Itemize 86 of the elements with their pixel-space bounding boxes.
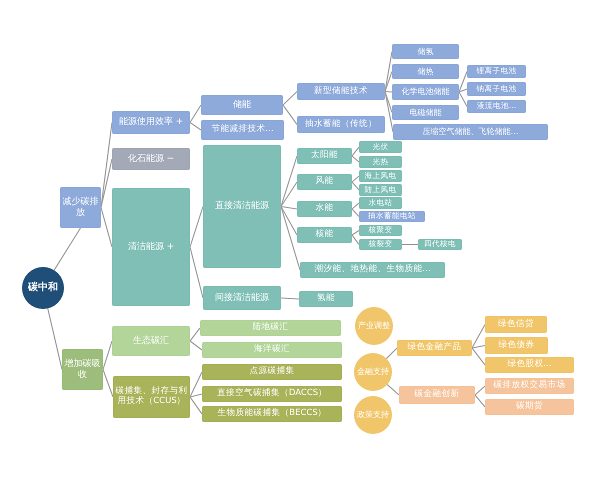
connector-line [280,206,298,210]
topic-box: 节能减排技术… [201,120,284,140]
connector-line [100,158,113,208]
topic-box: 间接清洁能源 [203,286,281,310]
topic-box: 生物质能碳捕集（BECCS） [202,406,342,422]
connector-line [282,91,298,106]
connector-line [189,206,204,248]
connector-line [458,71,468,92]
topic-box: 直接清洁能源 [203,145,281,268]
connector-line [100,207,113,248]
topic-box: 陆地碳汇 [200,320,341,336]
connector-line [280,182,298,207]
topic-box: 减少碳排放 [60,187,101,228]
topic-box: 绿色信贷 [485,316,547,333]
connector-line [190,396,202,414]
topic-box: 化石能源 − [112,148,190,170]
topic-box: 碳排放权交易市场 [485,378,574,394]
connector-line [472,324,486,348]
connector-line [190,328,200,342]
connector-line [352,208,360,217]
connector-line [190,372,202,398]
connector-line [102,340,113,370]
connector-line [190,393,202,398]
connector-line [280,297,300,300]
topic-box: 化学电池储能 [392,84,459,100]
connector-line [189,246,204,298]
connector-line [384,91,394,132]
connector-line [352,146,360,156]
topic-box: 储氢 [392,44,459,59]
topic-box: 潮汐能、地热能、生物质能… [300,262,445,278]
connector-line [352,156,360,162]
topic-box: 增加碳吸收 [62,349,103,390]
topic-box: 新型储能技术 [297,83,385,100]
topic-box: 电磁储能 [392,105,459,120]
connector-line [474,386,486,396]
topic-circle: 政策支持 [354,396,392,434]
connector-line [102,369,114,398]
topic-circle: 金融支持 [354,353,392,391]
topic-circle: 产业调整 [355,307,393,345]
topic-box: 点源碳捕集 [202,364,342,380]
topic-box: 核能 [297,227,352,243]
connector-line [352,230,360,236]
connector-line [280,206,298,236]
connector-line [352,234,360,245]
connector-line [352,176,360,182]
topic-box: 碳金融创新 [399,386,475,404]
topic-box: 碳期货 [485,399,574,415]
connector-line [280,156,298,207]
topic-box: 水能 [297,201,352,217]
connector-line [190,122,202,130]
connector-line [474,394,486,408]
connector-line [47,308,63,370]
connector-line [54,228,81,270]
connector-line [282,104,298,125]
connector-line [352,202,360,210]
topic-box: 风能 [297,174,352,190]
topic-box: 储热 [392,64,459,79]
topic-box: 太阳能 [297,148,352,164]
connector-line [386,348,398,359]
connector-line [472,344,486,349]
topic-box: 海洋碳汇 [202,342,342,358]
topic-box: 储能 [201,95,283,115]
topic-box: 压缩空气储能、飞轮储能… [393,124,548,140]
connector-line [384,71,393,92]
connector-line [352,182,360,190]
topic-box: 绿色股权… [485,357,574,373]
connector-line [384,91,393,113]
connector-line [386,384,400,396]
topic-box: 碳捕集、封存与利用技术（CCUS） [113,376,190,418]
topic-box: 绿色金融产品 [397,340,472,356]
connector-line [190,340,202,350]
topic-box: 清洁能源 + [112,188,190,306]
connector-line [458,92,468,107]
connector-line [384,90,392,93]
connector-line [402,244,418,246]
connector-line [280,206,301,270]
connector-line [472,348,486,366]
connector-line [384,51,393,92]
topic-box: 绿色债券 [485,337,548,354]
topic-box: 生态碳汇 [112,326,190,356]
topic-box: 抽水蓄能（传统） [297,116,385,133]
topic-circle: 碳中和 [22,267,64,309]
topic-box: 能源使用效率 + [112,111,190,134]
connector-line [190,104,202,123]
topic-box: 直接空气碳捕集（DACCS） [202,386,342,402]
topic-box: 氢能 [299,291,353,307]
